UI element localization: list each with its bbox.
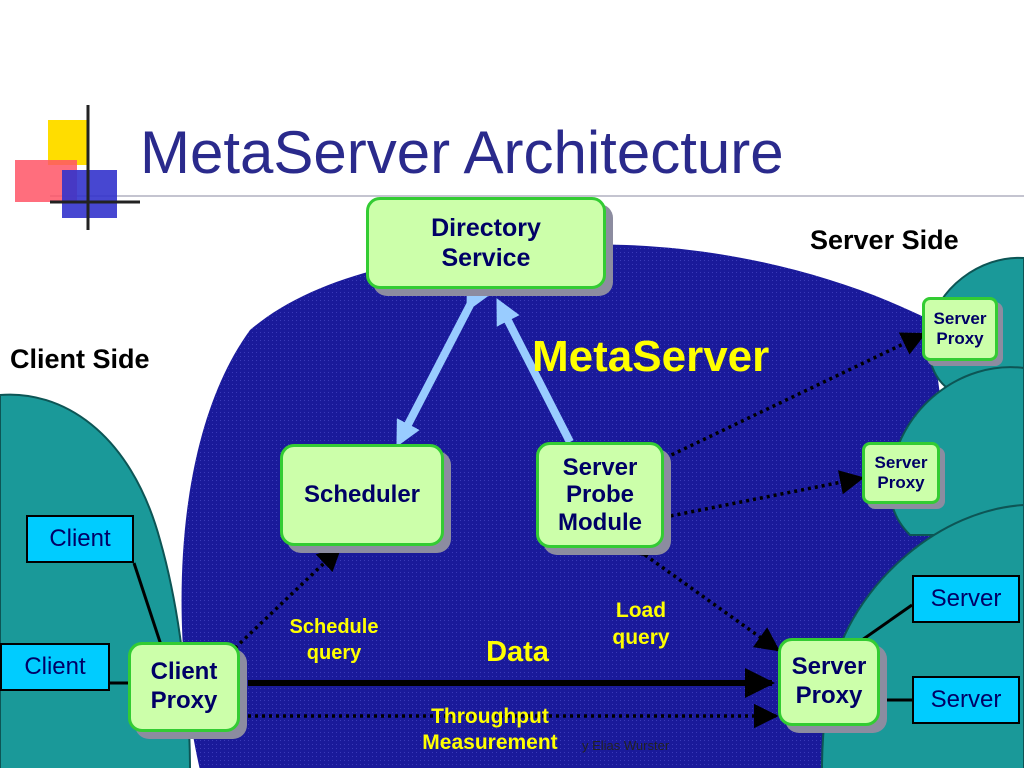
server-proxy-mid-node[interactable]: Server Proxy xyxy=(862,442,940,504)
directory-service-node[interactable]: Directory Service xyxy=(366,197,606,289)
client-side-label: Client Side xyxy=(10,344,150,374)
client-proxy-line1: Client xyxy=(150,658,218,686)
server-proxy-top-node[interactable]: Server Proxy xyxy=(922,297,998,361)
probe-line2: Probe xyxy=(565,481,634,509)
load-query-label: Load query xyxy=(596,597,686,652)
probe-line1: Server xyxy=(562,453,638,481)
schedule-query-line2: query xyxy=(306,642,362,664)
throughput-line1: Throughput xyxy=(431,705,549,728)
page-title: MetaServer Architecture xyxy=(140,119,784,186)
throughput-line2: Measurement xyxy=(422,731,558,755)
client-proxy-node[interactable]: Client Proxy xyxy=(128,642,240,732)
client-proxy-line2: Proxy xyxy=(150,687,218,714)
server-side-label: Server Side xyxy=(810,225,959,255)
server-proxy-top-line2: Proxy xyxy=(936,329,984,348)
scheduler-directory-arrow xyxy=(396,283,490,447)
schedule-query-label: Schedule query xyxy=(276,614,392,666)
load-query-line1: Load xyxy=(615,599,667,622)
server-proxy-main-line1: Server xyxy=(791,653,867,681)
schedule-query-line1: Schedule xyxy=(289,616,379,638)
schedule-query-line xyxy=(233,546,342,650)
probe-to-server-proxy-mid xyxy=(649,470,865,522)
throughput-label: Throughput Measurement xyxy=(405,704,575,757)
scheduler-label: Scheduler xyxy=(303,480,421,508)
load-query-line2: query xyxy=(612,626,670,650)
probe-directory-arrow xyxy=(496,298,574,444)
client1-to-proxy-line xyxy=(132,562,164,649)
server-probe-module-node[interactable]: Server Probe Module xyxy=(536,442,664,548)
server-box-2[interactable]: Server xyxy=(912,676,1020,724)
data-label: Data xyxy=(486,636,549,668)
client-box-1[interactable]: Client xyxy=(26,515,134,563)
footer-credit: y Elias Wurster xyxy=(582,738,670,753)
probe-line3: Module xyxy=(558,508,642,536)
directory-service-line2: Service xyxy=(441,244,531,272)
server-proxy-mid-line1: Server xyxy=(874,452,928,472)
client-box-2[interactable]: Client xyxy=(0,643,110,691)
server-proxy-main-line2: Proxy xyxy=(795,682,863,709)
server-proxy-mid-line2: Proxy xyxy=(877,473,925,492)
directory-service-line1: Directory xyxy=(431,214,541,242)
metaserver-label: MetaServer xyxy=(532,332,770,381)
server-box-1[interactable]: Server xyxy=(912,575,1020,623)
server-proxy-top-line1: Server xyxy=(933,308,987,328)
decorative-logo-icon xyxy=(15,105,140,230)
proxy-to-server1-line xyxy=(861,603,913,642)
scheduler-node[interactable]: Scheduler xyxy=(280,444,444,546)
server-proxy-main-node[interactable]: Server Proxy xyxy=(778,638,880,726)
